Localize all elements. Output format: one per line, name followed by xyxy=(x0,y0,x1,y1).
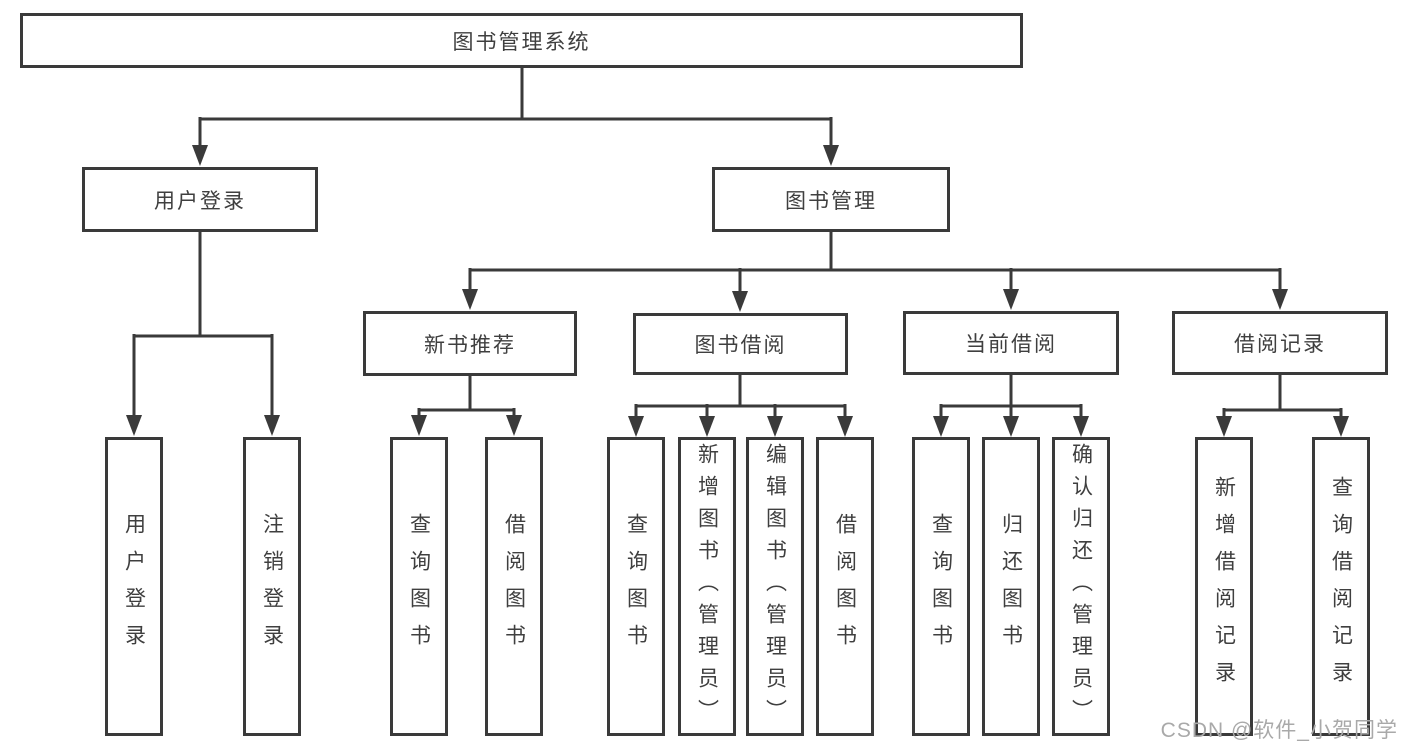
arrowhead-icon xyxy=(1333,416,1349,437)
node-label: 图书借阅 xyxy=(694,334,787,357)
node-label: 归还图书 xyxy=(999,512,1023,661)
node-leaf-logout: 注销登录 xyxy=(243,437,301,736)
node-label: 编辑图书（管理员） xyxy=(763,442,787,731)
node-label: 新增图书（管理员） xyxy=(695,442,719,731)
arrowheads xyxy=(126,145,1349,437)
node-leaf-confirm-return-admin: 确认归还（管理员） xyxy=(1052,437,1110,736)
node-leaf-add-book-admin: 新增图书（管理员） xyxy=(678,437,736,736)
node-label: 查询图书 xyxy=(929,512,953,661)
node-label: 查询图书 xyxy=(407,512,431,661)
node-label: 当前借阅 xyxy=(965,333,1057,356)
node-label: 借阅记录 xyxy=(1234,333,1326,356)
connector-newbook-to-leaves xyxy=(417,376,516,420)
watermark: CSDN @软件_小贺同学 xyxy=(1160,719,1398,742)
arrowhead-icon xyxy=(699,416,715,437)
node-user-login: 用户登录 xyxy=(82,167,318,232)
node-leaf-query-borrow-record: 查询借阅记录 xyxy=(1312,437,1370,736)
node-label: 新书推荐 xyxy=(424,333,516,357)
node-leaf-user-login: 用户登录 xyxy=(105,437,163,736)
node-label: 借阅图书 xyxy=(833,512,857,661)
arrowhead-icon xyxy=(1272,289,1288,310)
node-label: 用户登录 xyxy=(154,189,246,213)
arrowhead-icon xyxy=(1003,416,1019,437)
arrowhead-icon xyxy=(1216,416,1232,437)
node-system-root: 图书管理系统 xyxy=(20,13,1023,68)
node-label: 新增借阅记录 xyxy=(1212,475,1236,698)
arrowhead-icon xyxy=(767,416,783,437)
arrowhead-icon xyxy=(126,415,142,436)
node-leaf-query-books-3: 查询图书 xyxy=(912,437,970,736)
node-label: 注销登录 xyxy=(260,512,284,661)
node-label: 确认归还（管理员） xyxy=(1069,442,1093,731)
node-leaf-return-book: 归还图书 xyxy=(982,437,1040,736)
arrowhead-icon xyxy=(192,145,208,166)
node-label: 用户登录 xyxy=(122,512,146,661)
connector-root-to-level2 xyxy=(198,68,833,150)
arrowhead-icon xyxy=(837,416,853,437)
arrowhead-icon xyxy=(933,416,949,437)
connector-borrow-to-leaves xyxy=(634,375,847,421)
node-borrowing-records: 借阅记录 xyxy=(1172,311,1388,375)
arrowhead-icon xyxy=(462,289,478,310)
node-leaf-query-books-1: 查询图书 xyxy=(390,437,448,736)
node-book-borrowing: 图书借阅 xyxy=(633,313,848,375)
arrowhead-icon xyxy=(411,415,427,436)
node-book-management: 图书管理 xyxy=(712,167,950,232)
arrowhead-icon xyxy=(506,415,522,436)
arrowhead-icon xyxy=(628,416,644,437)
node-leaf-borrow-books-2: 借阅图书 xyxy=(816,437,874,736)
connector-current-to-leaves xyxy=(939,375,1083,421)
arrowhead-icon xyxy=(823,145,839,166)
node-label: 图书管理系统 xyxy=(452,30,591,54)
connector-records-to-leaves xyxy=(1222,375,1343,421)
node-current-borrowing: 当前借阅 xyxy=(903,311,1119,375)
node-leaf-query-books-2: 查询图书 xyxy=(607,437,665,736)
arrowhead-icon xyxy=(732,291,748,312)
arrowhead-icon xyxy=(1073,416,1089,437)
node-leaf-add-borrow-record: 新增借阅记录 xyxy=(1195,437,1253,736)
node-new-book-recommend: 新书推荐 xyxy=(363,311,577,376)
connector-login-to-leaves xyxy=(132,232,274,420)
node-leaf-borrow-books-1: 借阅图书 xyxy=(485,437,543,736)
connector-mgmt-to-level3 xyxy=(468,232,1282,296)
node-label: 查询借阅记录 xyxy=(1329,475,1353,698)
node-label: 借阅图书 xyxy=(502,512,526,661)
node-label: 图书管理 xyxy=(785,189,877,213)
arrowhead-icon xyxy=(1003,289,1019,310)
node-leaf-edit-book-admin: 编辑图书（管理员） xyxy=(746,437,804,736)
node-label: 查询图书 xyxy=(624,512,648,661)
arrowhead-icon xyxy=(264,415,280,436)
